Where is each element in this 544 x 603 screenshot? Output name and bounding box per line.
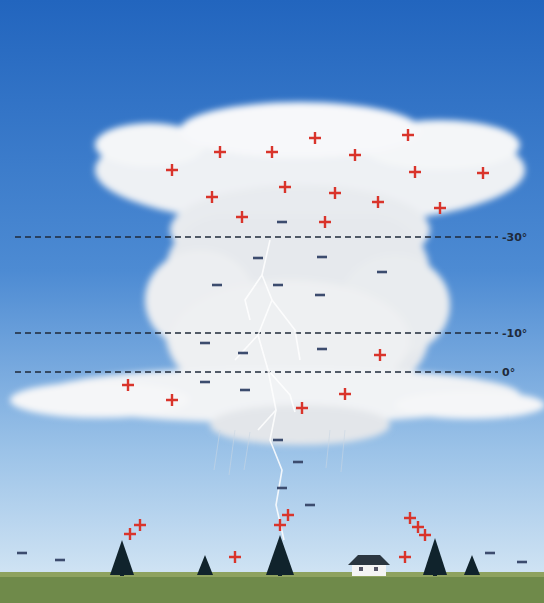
ground — [0, 575, 544, 603]
house — [348, 555, 390, 576]
temperature-label: 0° — [501, 366, 516, 379]
temperature-label: -30° — [501, 231, 528, 244]
isotherm-line — [15, 237, 498, 372]
rain-shaft — [214, 430, 345, 475]
temperature-label: -10° — [501, 327, 528, 340]
tree — [110, 535, 480, 576]
lightning-bolt — [235, 240, 300, 540]
positive-charge — [122, 129, 489, 563]
cumulonimbus-cloud — [10, 102, 544, 445]
negative-charge — [17, 222, 527, 562]
